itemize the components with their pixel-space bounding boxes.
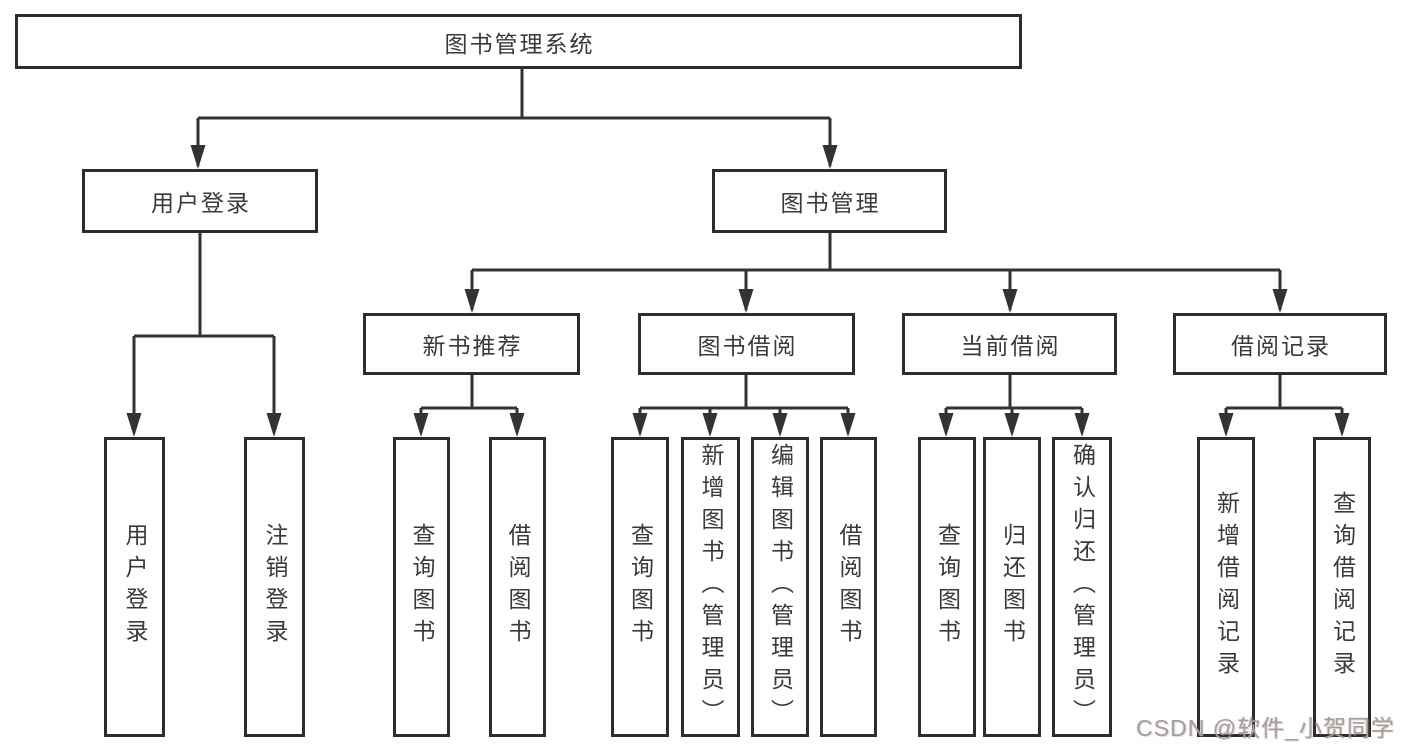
- connector-recommendation-to-leaves: [419, 375, 519, 433]
- leaf-records-query-borrow-record-label: 查询借阅记录: [1329, 491, 1356, 683]
- arrowhead: [464, 289, 480, 313]
- node-borrowing-records-label: 借阅记录: [1231, 333, 1331, 359]
- leaf-records-add-borrow-record-label: 新增借阅记录: [1213, 491, 1240, 683]
- connector-records-to-leaves: [1224, 375, 1344, 433]
- node-root: 图书管理系统: [15, 14, 1022, 69]
- arrowhead: [702, 413, 718, 437]
- arrowhead: [632, 413, 648, 437]
- leaf-borrow-query-books: 查询图书: [611, 437, 669, 737]
- node-book-management-label: 图书管理: [780, 190, 881, 216]
- arrowhead: [413, 413, 429, 437]
- arrowhead: [938, 413, 954, 437]
- arrowhead: [1218, 413, 1234, 437]
- leaf-current-query-books-label: 查询图书: [934, 523, 961, 651]
- node-book-borrowing-label: 图书借阅: [697, 333, 798, 359]
- leaf-borrow-add-books-admin: 新增图书（管理员）: [681, 437, 740, 737]
- node-book-management: 图书管理: [712, 169, 947, 233]
- arrowhead: [1334, 413, 1350, 437]
- leaf-logout-login-label: 注销登录: [262, 523, 288, 651]
- leaf-current-query-books: 查询图书: [918, 437, 976, 737]
- leaf-user-login-label: 用户登录: [122, 523, 148, 651]
- arrowhead: [772, 413, 788, 437]
- leaf-current-return-books-label: 归还图书: [999, 523, 1026, 651]
- leaf-records-query-borrow-record: 查询借阅记录: [1313, 437, 1371, 737]
- node-user-login: 用户登录: [82, 169, 318, 233]
- connector-borrowing-to-leaves: [638, 375, 850, 433]
- arrowhead: [822, 145, 838, 169]
- arrowhead: [738, 289, 754, 313]
- leaf-recommend-query-books: 查询图书: [393, 437, 450, 737]
- leaf-user-login: 用户登录: [104, 437, 165, 737]
- node-current-borrowing: 当前借阅: [902, 313, 1117, 375]
- leaf-borrow-edit-books-admin: 编辑图书（管理员）: [751, 437, 809, 737]
- leaf-records-add-borrow-record: 新增借阅记录: [1197, 437, 1255, 737]
- leaf-borrow-borrow-books-label: 借阅图书: [836, 523, 862, 651]
- arrowhead: [266, 413, 282, 437]
- node-new-book-recommendation-label: 新书推荐: [422, 333, 523, 359]
- leaf-borrow-query-books-label: 查询图书: [627, 523, 654, 651]
- arrowhead: [509, 413, 525, 437]
- leaf-recommend-borrow-books: 借阅图书: [489, 437, 546, 737]
- arrowhead: [190, 145, 206, 169]
- node-borrowing-records: 借阅记录: [1173, 313, 1387, 375]
- node-root-label: 图书管理系统: [444, 30, 595, 57]
- leaf-borrow-edit-books-admin-label: 编辑图书（管理员）: [767, 443, 794, 731]
- arrowhead: [1074, 413, 1090, 437]
- leaf-recommend-query-books-label: 查询图书: [409, 523, 435, 651]
- leaf-recommend-borrow-books-label: 借阅图书: [505, 523, 531, 651]
- arrowhead: [1004, 413, 1020, 437]
- node-book-borrowing: 图书借阅: [638, 313, 855, 375]
- leaf-current-return-books: 归还图书: [983, 437, 1041, 737]
- leaf-borrow-borrow-books: 借阅图书: [820, 437, 877, 737]
- leaf-current-confirm-return-admin: 确认归还（管理员）: [1052, 437, 1112, 737]
- connector-user-login-to-leaves: [132, 233, 276, 433]
- arrowhead: [1272, 289, 1288, 313]
- node-new-book-recommendation: 新书推荐: [363, 313, 580, 375]
- connector-book-management-to-level2: [470, 233, 1282, 310]
- node-user-login-label: 用户登录: [151, 190, 251, 216]
- leaf-logout-login: 注销登录: [244, 437, 305, 737]
- arrowhead: [126, 413, 142, 437]
- csdn-watermark: CSDN @软件_小贺同学: [1136, 715, 1395, 741]
- arrowhead: [1002, 289, 1018, 313]
- arrowhead: [840, 413, 856, 437]
- connector-root-to-level1: [196, 68, 832, 166]
- node-current-borrowing-label: 当前借阅: [960, 333, 1061, 359]
- leaf-borrow-add-books-admin-label: 新增图书（管理员）: [698, 443, 724, 731]
- leaf-current-confirm-return-admin-label: 确认归还（管理员）: [1069, 443, 1096, 731]
